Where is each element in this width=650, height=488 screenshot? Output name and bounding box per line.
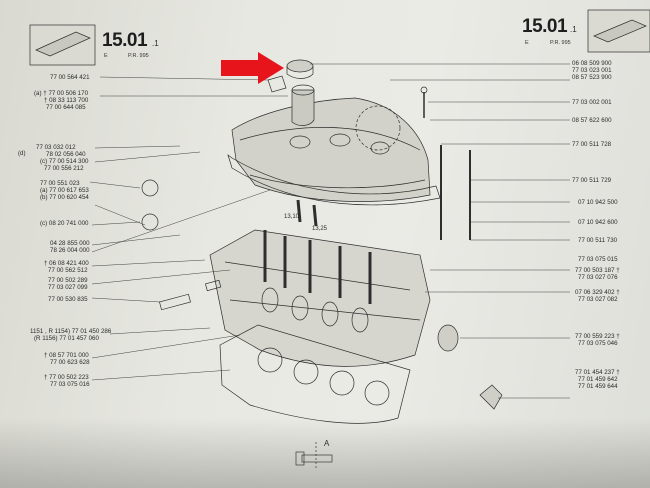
part-label: 77 03 027 082 xyxy=(578,296,618,303)
part-label: † 08 33 113 700 xyxy=(44,97,89,104)
part-label: 77 03 023 001 xyxy=(572,67,612,74)
cover-gasket xyxy=(227,154,441,206)
part-label: (R 1156) 77 01 457 060 xyxy=(34,335,99,342)
part-label: (b) 77 00 620 454 xyxy=(40,194,89,201)
dim-label-2: 13,25 xyxy=(312,226,328,232)
page-ref-right: P.R. 995 xyxy=(550,40,571,46)
part-label: 77 00 644 085 xyxy=(46,104,86,111)
part-label: 77 01 459 644 xyxy=(578,383,618,390)
page-shadow xyxy=(0,418,650,488)
dim-label-a: A xyxy=(324,439,330,448)
part-label: 77 01 459 642 xyxy=(578,376,618,383)
part-label: 07 10 942 500 xyxy=(578,199,618,206)
bolt-a xyxy=(301,454,333,463)
part-label: 78 02 056 040 xyxy=(46,151,86,158)
part-label: 77 00 530 835 xyxy=(48,296,88,303)
oil-filler-cap xyxy=(286,59,314,73)
page-number-right: 15.01 xyxy=(522,16,568,37)
part-label: 1151 , R 1154) 77 01 450 286 xyxy=(30,328,112,335)
part-label: (c) 77 00 514 300 xyxy=(40,158,89,165)
part-label: 77 03 027 076 xyxy=(578,274,618,281)
page-suffix-left: .1 xyxy=(152,39,159,48)
part-label: (a) † 77 00 506 170 xyxy=(34,90,89,97)
part-label: 77 00 623 628 xyxy=(50,359,90,366)
page-letter-left: E xyxy=(104,53,108,59)
cylinder-head xyxy=(209,229,431,367)
part-label: 77 03 002 001 xyxy=(572,99,612,106)
page-suffix-right: .1 xyxy=(570,25,577,34)
part-label: 07 10 942 600 xyxy=(578,219,618,226)
part-label: 77 03 027 099 xyxy=(48,284,88,291)
seal-ring xyxy=(437,324,459,352)
part-label: 77 00 556 212 xyxy=(44,165,84,172)
rocker-cover xyxy=(231,97,431,202)
part-label: 77 00 551 023 xyxy=(40,180,80,187)
part-label: 77 03 032 012 xyxy=(36,144,76,151)
head-gasket xyxy=(219,324,411,424)
part-label: 77 00 562 512 xyxy=(48,267,88,274)
part-label: 77 03 075 046 xyxy=(578,340,618,347)
part-label: 77 00 511 729 xyxy=(572,177,612,184)
part-label: † 08 57 701 000 xyxy=(44,352,89,359)
page-number-left: 15.01 xyxy=(102,30,148,51)
part-label: 77 00 559 223 † xyxy=(575,333,620,340)
part-label: 08 57 622 600 xyxy=(572,117,612,124)
part-label: 08 57 523 900 xyxy=(572,74,612,81)
part-label: 06 08 509 900 xyxy=(572,60,612,67)
part-label: 77 03 075 015 xyxy=(578,256,618,263)
part-label: 77 00 511 730 xyxy=(578,237,618,244)
part-label: 77 00 511 728 xyxy=(572,141,612,148)
part-label: 77 00 502 289 xyxy=(48,277,88,284)
page-letter-right: E xyxy=(525,40,529,46)
part-label: 77 00 564 421 xyxy=(50,74,90,81)
part-label: 78 26 004 000 xyxy=(50,247,90,254)
part-prefix: (d) xyxy=(18,150,26,157)
part-label: † 77 00 502 223 xyxy=(44,374,89,381)
part-label: 07 06 329 402 † xyxy=(575,289,620,296)
part-label: † 06 08 421 400 xyxy=(44,260,89,267)
part-label: 04 28 855 000 xyxy=(50,240,90,247)
part-label: (c) 08 20 741 000 xyxy=(40,220,89,227)
part-label: 77 01 454 237 † xyxy=(575,369,620,376)
part-label: (a) 77 00 617 653 xyxy=(40,187,89,194)
red-arrow-icon xyxy=(221,52,284,84)
page-ref-left: P.R. 995 xyxy=(128,53,149,59)
part-label: 77 03 075 016 xyxy=(50,381,90,388)
part-label: 77 00 503 187 † xyxy=(575,267,620,274)
dim-label-1: 13,10 xyxy=(284,214,300,220)
